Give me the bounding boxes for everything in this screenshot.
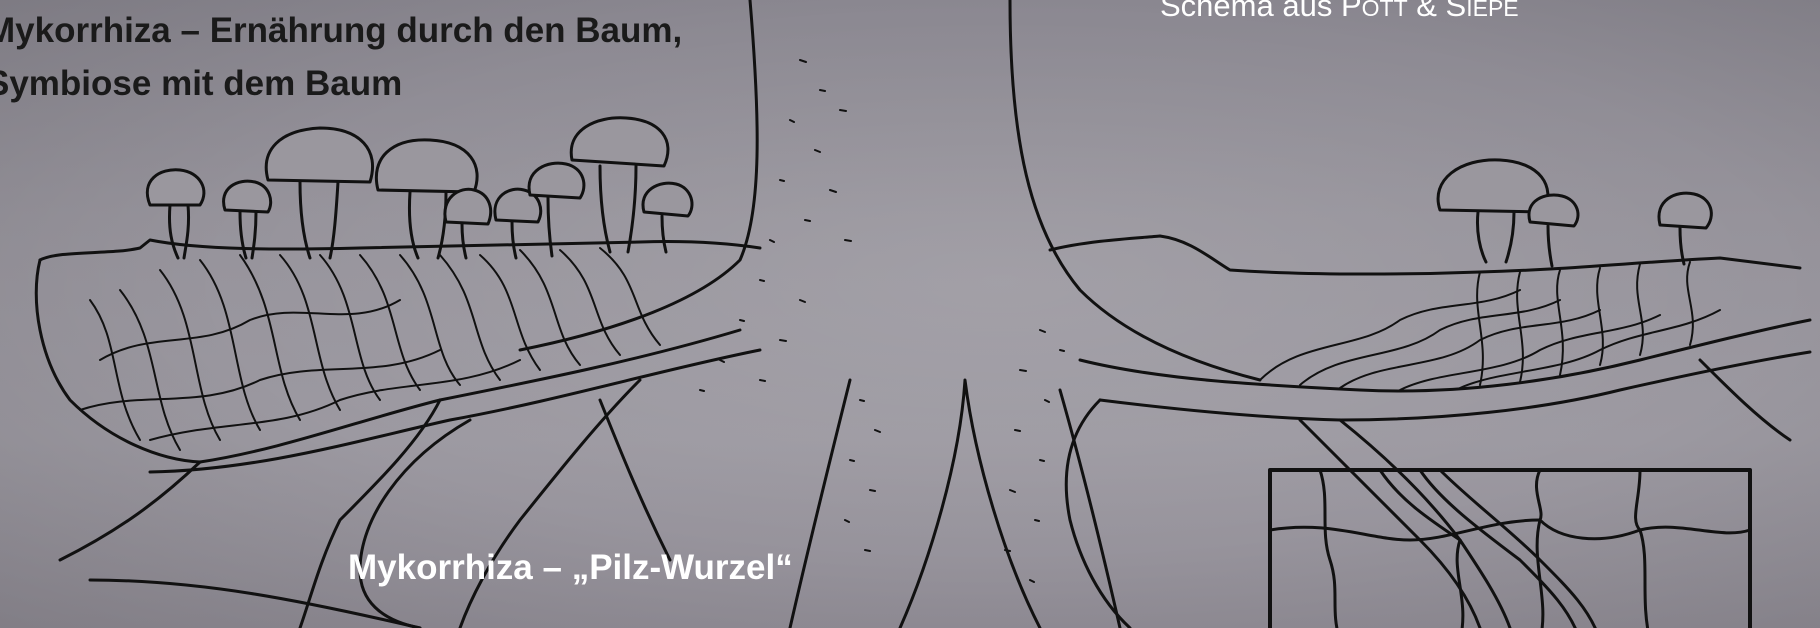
trunk-left-lower-edge [790, 380, 850, 628]
inset-box [1270, 470, 1750, 628]
mushroom-cap [1529, 195, 1578, 226]
title-line-1: Mykorrhiza – Ernährung durch den Baum, [0, 4, 682, 57]
tree-trunk-center-fork [900, 380, 1040, 628]
credit-author1-initial: P [1341, 0, 1362, 23]
mushroom-cap [1659, 193, 1711, 228]
right-mushrooms [1438, 160, 1711, 266]
mushroom-cap [529, 163, 584, 198]
mushroom-cap [224, 181, 271, 212]
left-mushrooms [147, 118, 692, 258]
credit-prefix: Schema aus [1160, 0, 1341, 23]
right-root-upper [1080, 320, 1810, 391]
mushroom-cap [643, 183, 692, 216]
left-root-upper [200, 330, 740, 462]
source-credit: Schema aus Pott & Siepe [1160, 0, 1519, 24]
mushroom-cap [571, 118, 668, 166]
left-root-inner [600, 400, 670, 560]
slide-title: Mykorrhiza – Ernährung durch den Baum, S… [0, 4, 682, 110]
tree-trunk-right-edge [1010, 0, 1260, 380]
left-soil-edge [36, 260, 200, 462]
left-root-curve [360, 420, 470, 628]
title-line-2: Symbiose mit dem Baum [0, 57, 682, 110]
diagram-caption: Mykorrhiza – „Pilz-Wurzel“ [348, 548, 793, 588]
trunk-stippling [700, 60, 1064, 582]
mushroom-cap [376, 140, 477, 192]
left-root-curve-2 [460, 380, 640, 628]
credit-author2-initial: S [1446, 0, 1467, 23]
inset-cells [1270, 470, 1750, 628]
mushroom-cap [147, 170, 204, 205]
mushroom-cap [266, 128, 372, 182]
right-hyphae [1260, 262, 1720, 390]
right-root-branch [1700, 360, 1790, 440]
credit-author2-rest: iepe [1466, 0, 1518, 21]
right-root-down [1300, 420, 1480, 628]
left-soil-outline [40, 240, 760, 260]
right-root-down-2 [1340, 420, 1510, 628]
credit-connector: & [1408, 0, 1446, 23]
left-root-branch-2 [60, 462, 200, 560]
credit-author1-rest: ott [1362, 0, 1408, 21]
mushroom-cap [445, 189, 491, 224]
right-root-curve [1066, 400, 1130, 628]
